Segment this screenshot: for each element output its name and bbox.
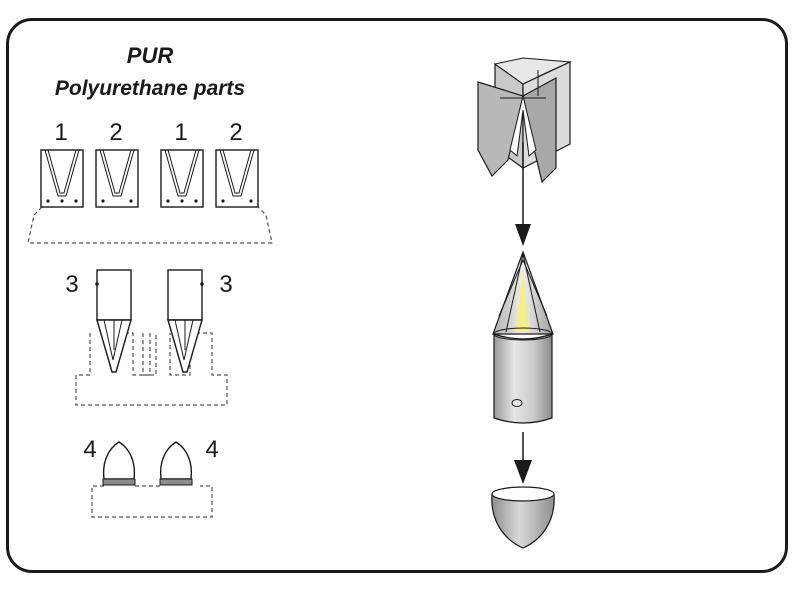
bomb-body [492,250,554,424]
part-label-2b: 2 [229,119,242,146]
v-part-2a [95,149,139,208]
part-label-1b: 1 [174,119,187,146]
bomb-nose-cap [491,486,555,549]
v-part-2b [215,149,259,208]
assembly-arrow-fins-head [515,224,531,246]
fin-part-3b [167,269,204,373]
fin-assembly [477,57,572,184]
fin-parts-row: 3 3 [65,269,233,406]
bomb-cone-highlight [516,268,530,332]
fin-part-3a [95,269,132,373]
bomb-body-hole [511,399,523,407]
fin-panel-front-left [477,81,524,177]
part-label-4b: 4 [205,436,218,463]
part-label-4a: 4 [83,436,96,463]
title: PUR [127,43,174,68]
v-part-1b [160,149,204,208]
part-label-1a: 1 [54,119,67,146]
nose-part-4a [102,441,136,486]
fin-v-cutout [509,95,537,157]
v-parts-sprue [27,206,273,244]
nose-parts-row: 4 4 [83,436,219,518]
v-part-1a [40,149,84,208]
assembly-arrow-nose-head [514,460,532,484]
v-parts-row: 1 2 1 2 [27,119,273,244]
subtitle: Polyurethane parts [55,77,245,100]
fin-parts-sprue [75,332,228,406]
diagram-frame [6,18,788,573]
fin-top-cross [493,57,572,85]
part-label-2a: 2 [109,119,122,146]
part-label-3a: 3 [65,271,78,298]
part-label-3b: 3 [219,271,232,298]
nose-parts-sprue [91,485,213,518]
nose-part-4b [159,441,193,486]
bomb-cylinder [493,333,553,424]
